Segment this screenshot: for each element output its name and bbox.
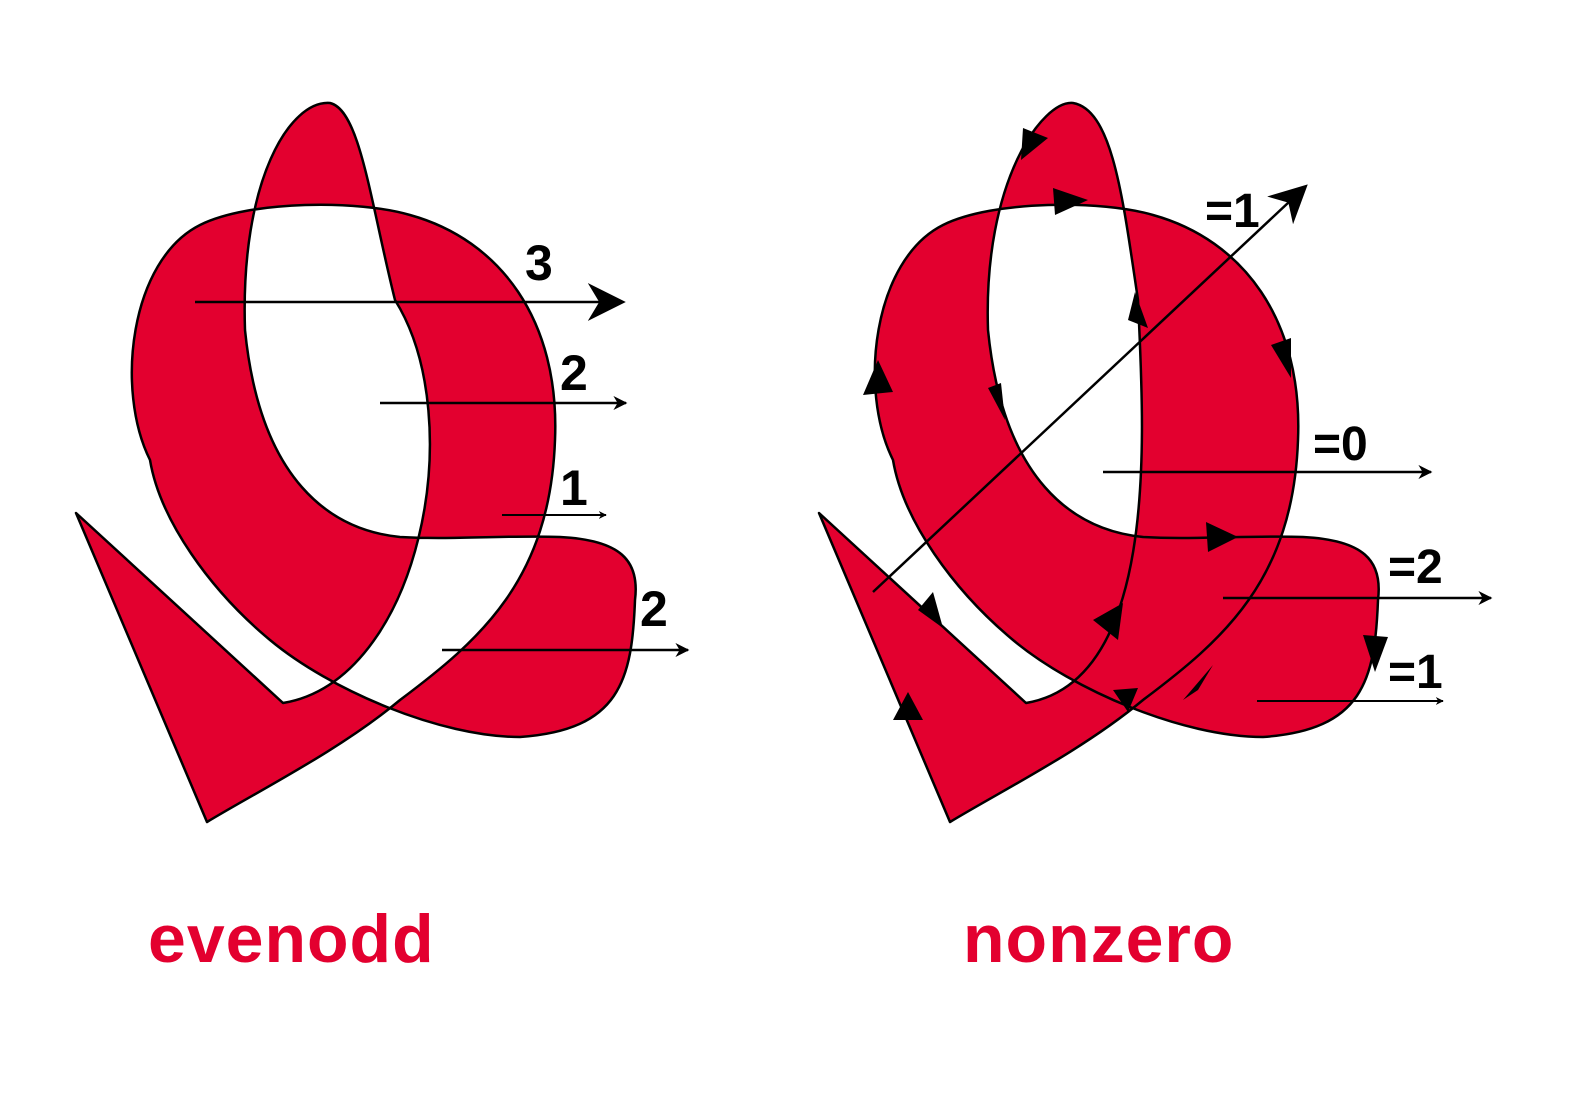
ray-eq1-diagonal [872, 184, 1308, 593]
nonzero-caption: nonzero [963, 901, 1235, 977]
count-label: 3 [525, 235, 553, 291]
winding-label: =1 [1205, 185, 1260, 238]
winding-label: =2 [1388, 541, 1443, 594]
nonzero-panel: =1 =0 =2 =1 [817, 101, 1493, 824]
evenodd-shape [74, 101, 637, 824]
direction-arrows [863, 128, 1388, 720]
winding-label: =0 [1313, 418, 1368, 471]
count-label: 1 [560, 460, 588, 516]
nonzero-shape [817, 101, 1380, 824]
evenodd-panel: 3 2 1 2 [74, 101, 690, 824]
winding-label: =1 [1388, 646, 1443, 699]
count-label: 2 [560, 345, 588, 401]
evenodd-caption: evenodd [148, 901, 435, 977]
count-label: 2 [640, 581, 668, 637]
